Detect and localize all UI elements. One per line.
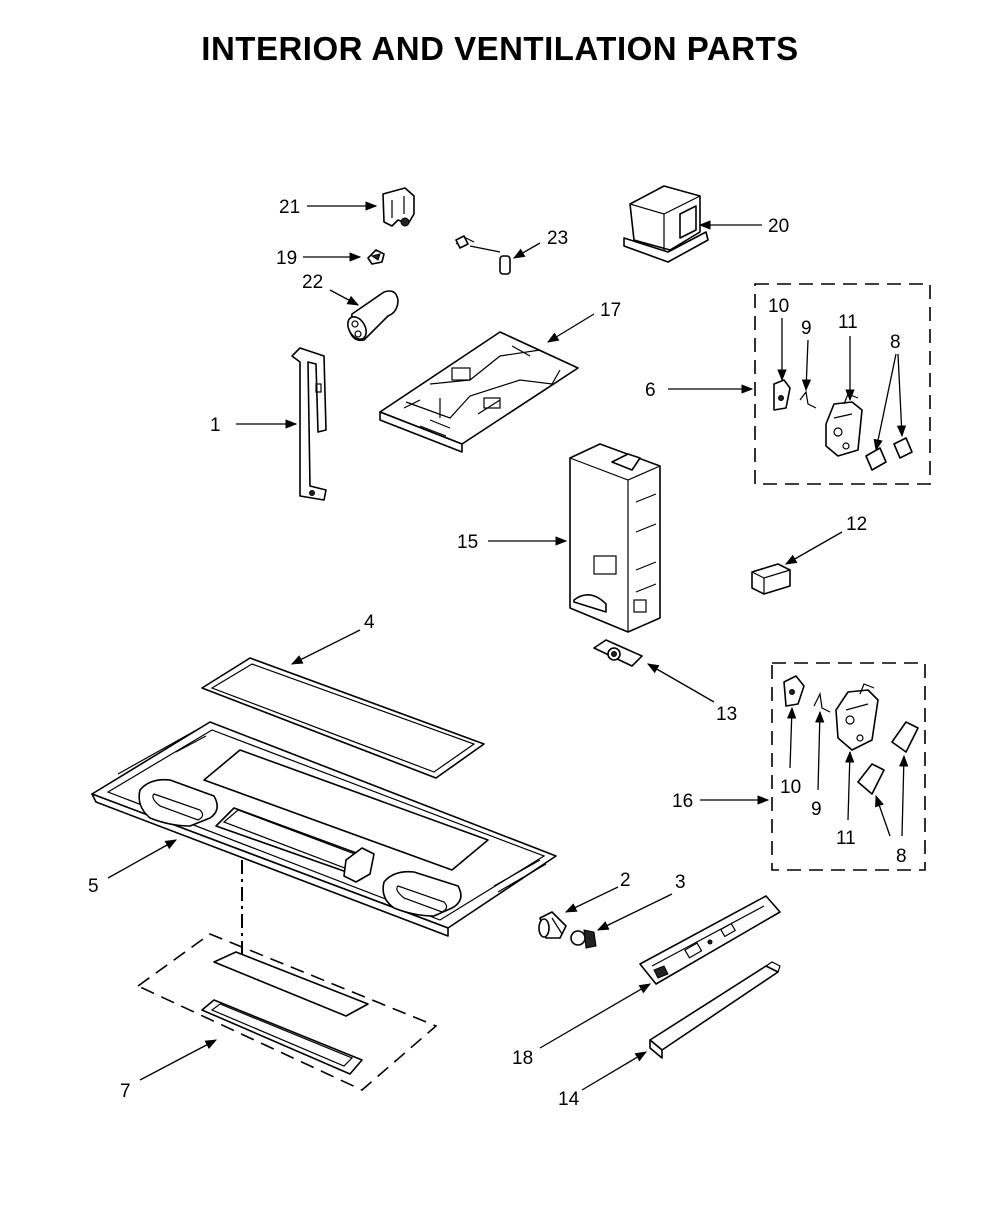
callout-6: 6 <box>645 380 656 401</box>
callout-19: 19 <box>276 248 297 269</box>
part-13-thermostat <box>593 639 643 667</box>
callout-9-bottom: 9 <box>811 799 822 820</box>
part-20-transformer <box>623 185 709 263</box>
part-5-bottom-plate <box>91 721 557 937</box>
leader-8-bottom-b <box>899 754 909 837</box>
part-10-bottom-switch-actuator <box>783 675 805 707</box>
part-1-bracket <box>291 347 327 501</box>
part-11-bottom-switch-holder <box>835 683 879 751</box>
part-7-filter-assembly <box>201 951 369 1075</box>
callout-23: 23 <box>547 228 568 249</box>
callout-14: 14 <box>558 1089 580 1110</box>
callout-2: 2 <box>620 870 631 891</box>
part-12-block <box>751 563 791 595</box>
part-10-top-switch-actuator <box>773 379 791 411</box>
part-19-small-clip <box>367 249 385 265</box>
leader-8-top-b <box>896 353 907 438</box>
leader-2 <box>564 886 619 913</box>
part-3-lamp <box>570 929 597 949</box>
leader-3 <box>596 893 673 931</box>
leader-10-bottom <box>786 706 797 769</box>
callout-11-bottom: 11 <box>836 828 856 849</box>
leader-4 <box>290 629 361 665</box>
callout-10-bottom: 10 <box>780 777 801 798</box>
part-21-clip <box>382 187 415 227</box>
leader-7 <box>139 1039 218 1081</box>
leader-13 <box>646 663 715 703</box>
callout-17: 17 <box>600 300 621 321</box>
callout-15: 15 <box>457 532 478 553</box>
callout-4: 4 <box>364 612 375 633</box>
part-23-diode <box>455 235 511 275</box>
group-16-box <box>771 662 926 871</box>
leader-8-top-a <box>873 353 897 452</box>
leader-5 <box>107 839 178 879</box>
part-9-top-spring <box>799 390 817 409</box>
callout-16: 16 <box>672 791 693 812</box>
part-2-lamp-socket <box>538 911 567 939</box>
leader-12 <box>784 531 843 565</box>
callout-7: 7 <box>120 1081 131 1102</box>
leader-18 <box>539 983 652 1049</box>
part-11-top-switch-holder <box>825 393 863 457</box>
leader-22 <box>329 289 360 306</box>
leader-8-bottom-a <box>875 794 891 837</box>
callout-20: 20 <box>768 216 789 237</box>
part-14-trim-bar <box>649 961 781 1059</box>
callout-9-top: 9 <box>801 318 812 339</box>
part-15-air-duct <box>569 443 661 633</box>
callout-5: 5 <box>88 876 99 897</box>
callout-8-bottom: 8 <box>896 846 907 867</box>
leader-9-bottom <box>815 710 825 791</box>
part-18-vent-panel <box>639 895 781 985</box>
leader-14 <box>581 1051 648 1091</box>
group-7-box <box>136 933 438 1091</box>
part-22-capacitor <box>347 290 399 342</box>
part-17-mounting-plate <box>379 331 579 453</box>
callout-22: 22 <box>302 272 323 293</box>
callout-11-top: 11 <box>838 312 858 333</box>
callout-10-top: 10 <box>768 296 789 317</box>
callout-13: 13 <box>716 704 737 725</box>
callout-18: 18 <box>512 1048 533 1069</box>
part-8-top-switches <box>865 437 913 471</box>
part-9-bottom-spring <box>813 692 831 713</box>
group-6-box <box>754 283 931 485</box>
callout-21: 21 <box>279 197 300 218</box>
part-8-bottom-switches <box>857 721 919 795</box>
page-title: INTERIOR AND VENTILATION PARTS <box>201 30 799 67</box>
leader-11-bottom <box>845 750 855 821</box>
leader-23 <box>512 242 541 259</box>
leader-17 <box>547 313 595 343</box>
callout-8-top: 8 <box>890 332 901 353</box>
callout-12: 12 <box>846 514 867 535</box>
callout-3: 3 <box>675 872 686 893</box>
part-4-grease-filter <box>201 657 485 779</box>
callout-1: 1 <box>210 415 221 436</box>
leader-9-top <box>801 339 812 392</box>
